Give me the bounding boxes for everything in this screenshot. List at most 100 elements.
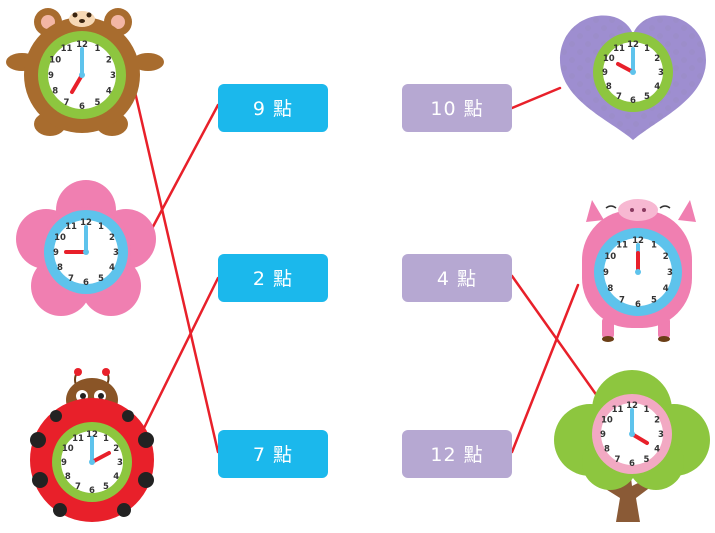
clock-numeral: 7	[615, 455, 621, 465]
label-2-text: 2 點	[253, 268, 293, 290]
clock-numeral: 8	[606, 82, 612, 92]
clock-numeral: 9	[48, 71, 54, 81]
clock-numeral: 5	[644, 92, 650, 102]
clock-numeral: 11	[65, 222, 77, 232]
clock-numeral: 4	[109, 263, 115, 273]
clock-numeral: 12	[632, 236, 644, 246]
match-lines	[133, 86, 602, 454]
clock-numeral: 5	[103, 482, 109, 492]
clock-numeral: 12	[76, 40, 88, 50]
label-9-text: 9 點	[253, 98, 293, 120]
clock-numeral: 8	[607, 284, 613, 294]
clock-numeral: 11	[616, 240, 628, 250]
clock-numeral: 4	[663, 284, 669, 294]
clock-numeral: 7	[68, 274, 74, 284]
match-line-ladybug-2	[142, 276, 220, 430]
clock-numeral: 7	[64, 98, 70, 108]
clock-numeral: 10	[601, 416, 613, 426]
clock-numeral: 12	[80, 218, 92, 228]
clock-numeral: 3	[658, 68, 664, 78]
clock-numeral: 6	[630, 96, 636, 106]
clock-numeral: 3	[667, 268, 673, 278]
match-line-flower-9	[146, 103, 220, 238]
clock-numeral: 11	[612, 405, 624, 415]
clock-numeral: 8	[65, 472, 71, 482]
label-9-oclock[interactable]: 9 點	[218, 84, 328, 132]
match-line-heart-10	[510, 86, 562, 110]
clock-numeral: 6	[635, 300, 641, 310]
clock-numeral: 6	[89, 486, 95, 496]
clock-numeral: 6	[79, 102, 85, 112]
clock-numeral: 1	[644, 405, 650, 415]
clock-numeral: 2	[106, 56, 112, 66]
clock-numeral: 3	[117, 458, 123, 468]
clock-numeral: 12	[627, 40, 639, 50]
label-7-oclock[interactable]: 7 點	[218, 430, 328, 478]
clock-numeral: 5	[651, 296, 657, 306]
match-line-tree-4	[510, 274, 602, 402]
label-12-text: 12 點	[430, 444, 483, 466]
label-12-oclock[interactable]: 12 點	[402, 430, 512, 478]
clock-numeral: 11	[61, 44, 73, 54]
clock-numeral: 3	[658, 430, 664, 440]
clock-numeral: 11	[72, 434, 84, 444]
match-line-bear-7	[133, 90, 220, 454]
clock-numeral: 8	[604, 445, 610, 455]
clock-numeral: 3	[110, 71, 116, 81]
clock-numeral: 7	[619, 296, 625, 306]
clock-numeral: 1	[644, 44, 650, 54]
clock-numeral: 1	[98, 222, 104, 232]
label-10-text: 10 點	[430, 98, 483, 120]
clock-numeral: 2	[109, 233, 115, 243]
clock-numeral: 11	[613, 44, 625, 54]
label-4-text: 4 點	[437, 268, 477, 290]
clock-numeral: 12	[86, 430, 98, 440]
clock-numeral: 9	[61, 458, 67, 468]
clock-numeral: 10	[62, 444, 74, 454]
clock-numeral: 9	[600, 430, 606, 440]
label-4-oclock[interactable]: 4 點	[402, 254, 512, 302]
clock-numeral: 5	[644, 455, 650, 465]
clock-numeral: 4	[654, 445, 660, 455]
clock-numeral: 5	[95, 98, 101, 108]
clock-numeral: 6	[629, 459, 635, 469]
clock-numeral: 2	[654, 416, 660, 426]
clock-numeral: 9	[602, 68, 608, 78]
clock-numeral: 4	[654, 82, 660, 92]
clock-numeral: 10	[604, 252, 616, 262]
clock-numeral: 10	[54, 233, 66, 243]
clock-numeral: 9	[53, 248, 59, 258]
clock-numeral: 3	[113, 248, 119, 258]
clock-numeral: 1	[103, 434, 109, 444]
clock-numeral: 2	[654, 54, 660, 64]
clock-numeral: 2	[663, 252, 669, 262]
clock-numeral: 10	[603, 54, 615, 64]
clock-numeral: 7	[75, 482, 81, 492]
label-10-oclock[interactable]: 10 點	[402, 84, 512, 132]
label-2-oclock[interactable]: 2 點	[218, 254, 328, 302]
clock-numeral: 1	[95, 44, 101, 54]
clock-numeral: 4	[113, 472, 119, 482]
clock-numeral: 2	[113, 444, 119, 454]
clock-numeral: 6	[83, 278, 89, 288]
clock-numeral: 9	[603, 268, 609, 278]
match-line-pig-12	[510, 283, 580, 454]
clock-numeral: 5	[98, 274, 104, 284]
clock-numeral: 10	[49, 56, 61, 66]
clock-numeral: 8	[52, 87, 58, 97]
clock-numeral: 1	[651, 240, 657, 250]
